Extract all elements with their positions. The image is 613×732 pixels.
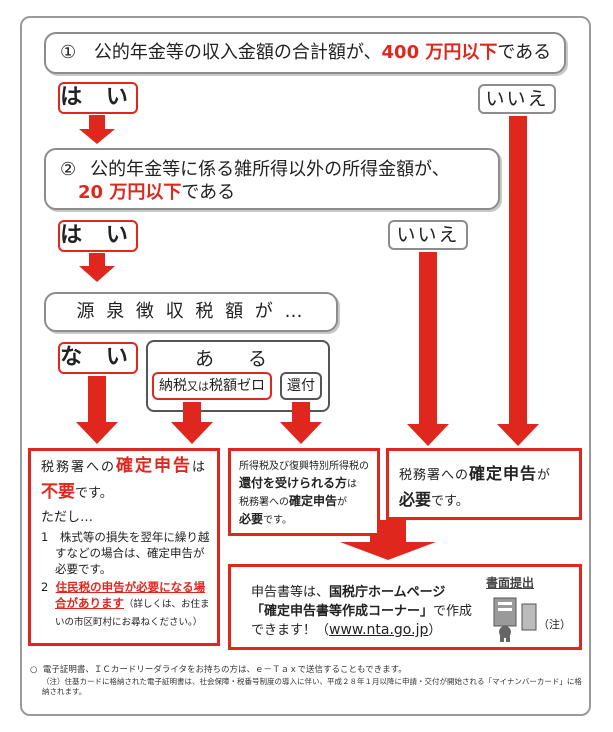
box3-text-2: が bbox=[537, 468, 551, 483]
box3-required: 必要 bbox=[399, 490, 432, 509]
box1-filing: 確定申告 bbox=[116, 456, 193, 476]
question-2-box: ② 公的年金等に係る雑所得以外の所得金額が、 20 万円以下である bbox=[44, 148, 500, 210]
box1-not-required: 不要 bbox=[41, 482, 75, 502]
box4-text-4: ） bbox=[428, 623, 442, 638]
box1-text-3: です。 bbox=[75, 486, 113, 501]
footnote-line-2: （注）住基カードに格納された電子証明書は、社会保障・税番号制度の導入に伴い、平成… bbox=[42, 677, 582, 696]
result-filing-required-box: 税務署への確定申告が 必要です。 bbox=[386, 448, 582, 520]
question-1-text-end: である bbox=[497, 42, 552, 63]
box3-text-1: 税務署への bbox=[399, 468, 470, 483]
box4-text-3: できます！（ bbox=[251, 623, 330, 638]
arrow-no-2 bbox=[407, 252, 449, 446]
box2-text-2: は bbox=[347, 479, 358, 490]
question-2-number: ② bbox=[60, 159, 77, 180]
refund-label: 還付 bbox=[280, 372, 322, 400]
box1-text-1: 税務署への bbox=[41, 460, 117, 475]
box1-item-1: 1 株式等の損失を翌年に繰り越すなどの場合は、確定申告が必要です。 bbox=[41, 530, 210, 576]
zero-text: 税額ゼロ bbox=[209, 378, 265, 394]
box2-text-4: が bbox=[337, 497, 348, 508]
box2-required: 必要 bbox=[239, 512, 264, 526]
box2-text-1: 所得税及び復興特別所得税の bbox=[239, 461, 369, 472]
result-refund-box: 所得税及び復興特別所得税の 還付を受けられる方は 税務署への確定申告が 必要です… bbox=[228, 448, 380, 536]
box4-text-2: で作成 bbox=[433, 604, 473, 619]
question-1-box: ① 公的年金等の収入金額の合計額が、400 万円以下である bbox=[44, 32, 566, 74]
withholding-tax-box: 源 泉 徴 収 税 額 が … bbox=[44, 292, 338, 332]
box3-text-3: です。 bbox=[431, 494, 469, 509]
box2-text-3: 税務署への bbox=[239, 497, 289, 508]
box1-item-2-note: （詳しくは、お住まいの市区町村にお尋ねください。） bbox=[55, 599, 210, 628]
question-1-highlight: 400 万円以下 bbox=[381, 42, 498, 63]
no-label-2: いいえ bbox=[388, 220, 468, 250]
box2-text-5: です。 bbox=[263, 515, 293, 526]
paper-submission-title: 書面提出 bbox=[486, 576, 535, 590]
box2-filing: 確定申告 bbox=[289, 494, 338, 508]
box1-item-2-number: 2 bbox=[41, 580, 49, 594]
exists-label: あ る bbox=[194, 348, 282, 370]
box3-filing: 確定申告 bbox=[469, 464, 538, 483]
exists-box: あ る bbox=[146, 340, 330, 412]
no-label-1: いいえ bbox=[478, 84, 556, 114]
question-1-number: ① bbox=[60, 42, 77, 63]
payment-text: 納税 bbox=[159, 378, 187, 394]
arrow-payment bbox=[171, 402, 213, 444]
question-2-text: 公的年金等に係る雑所得以外の所得金額が、 bbox=[90, 159, 450, 180]
arrow-none bbox=[76, 376, 118, 444]
arrow-yes-2 bbox=[79, 253, 115, 282]
box1-however: ただし… bbox=[41, 510, 94, 525]
box4-corner-name: 「確定申告書等作成コーナー」 bbox=[251, 604, 434, 619]
box4-text-1: 申告書等は、 bbox=[251, 585, 330, 600]
question-1-text: 公的年金等の収入金額の合計額が、 bbox=[93, 42, 382, 63]
arrow-refund bbox=[280, 402, 322, 444]
result-no-filing-box: 税務署への確定申告は 不要です。 ただし… 1 株式等の損失を翌年に繰り越すなど… bbox=[28, 448, 220, 646]
box2-refund-recipients: 還付を受けられる方 bbox=[239, 476, 348, 490]
footnote-mark: ○ bbox=[30, 665, 38, 675]
question-2-highlight: 20 万円以下 bbox=[78, 182, 182, 203]
yes-label-2: は い bbox=[58, 220, 138, 252]
arrow-no-1 bbox=[497, 116, 539, 446]
yes-label-1: は い bbox=[58, 82, 138, 114]
footnote-line-1: 電子証明書、ＩＣカードリーダライタをお持ちの方は、ｅ－Ｔａｘで送信することもでき… bbox=[42, 665, 407, 675]
arrow-yes-1 bbox=[79, 115, 115, 144]
footnote: ○ 電子証明書、ＩＣカードリーダライタをお持ちの方は、ｅ－Ｔａｘで送信することも… bbox=[30, 664, 586, 697]
box1-item-2-highlight: 住民税の申告が必要になる場合があります bbox=[55, 580, 206, 610]
box4-url-link[interactable]: www.nta.go.jp bbox=[329, 622, 429, 638]
box4-nta-homepage: 国税庁ホームページ bbox=[329, 585, 446, 600]
box1-text-2: は bbox=[192, 460, 206, 475]
or-text: 又は bbox=[187, 380, 209, 393]
question-2-text-end: である bbox=[181, 182, 236, 203]
none-label: な い bbox=[58, 342, 138, 374]
paper-submission-icon bbox=[493, 597, 537, 642]
payment-or-zero-label: 納税又は税額ゼロ bbox=[152, 372, 272, 400]
paper-note-mark: （注） bbox=[538, 618, 571, 631]
